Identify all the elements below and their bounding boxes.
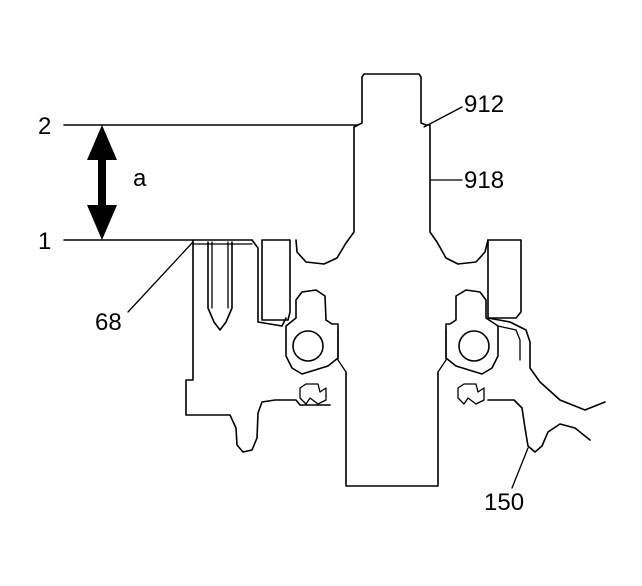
- shaft-step-left: [337, 329, 347, 373]
- seal-left: [299, 383, 327, 405]
- label-150: 150: [484, 489, 524, 516]
- label-1: 1: [38, 228, 51, 255]
- ball-left: [292, 330, 324, 362]
- knuckle-inner-right: [497, 325, 521, 361]
- knuckle-lower-right: [487, 399, 591, 453]
- shaft-step-right: [437, 329, 447, 373]
- hub-flange-left: [185, 239, 331, 453]
- leader-68: [127, 241, 194, 313]
- seal-right: [457, 383, 485, 405]
- label-2: 2: [38, 113, 51, 140]
- label-68: 68: [95, 309, 122, 336]
- hub-bolt: [207, 241, 233, 331]
- bearing-outer-right: [445, 289, 499, 375]
- bearing-outer-left: [285, 289, 339, 375]
- shaft-lower: [345, 371, 439, 487]
- leader-912: [423, 106, 463, 128]
- bearing-race-left: [261, 239, 291, 321]
- label-918: 918: [464, 167, 504, 194]
- dimension-arrow-a: [87, 125, 117, 240]
- ball-right: [458, 330, 490, 362]
- bearing-race-right: [487, 239, 522, 319]
- knuckle-right: [487, 317, 606, 411]
- hub-inner-left: [251, 239, 287, 327]
- label-912: 912: [464, 91, 504, 118]
- leader-150: [511, 447, 529, 489]
- shaft-outline: [295, 73, 489, 265]
- label-a: a: [133, 165, 147, 192]
